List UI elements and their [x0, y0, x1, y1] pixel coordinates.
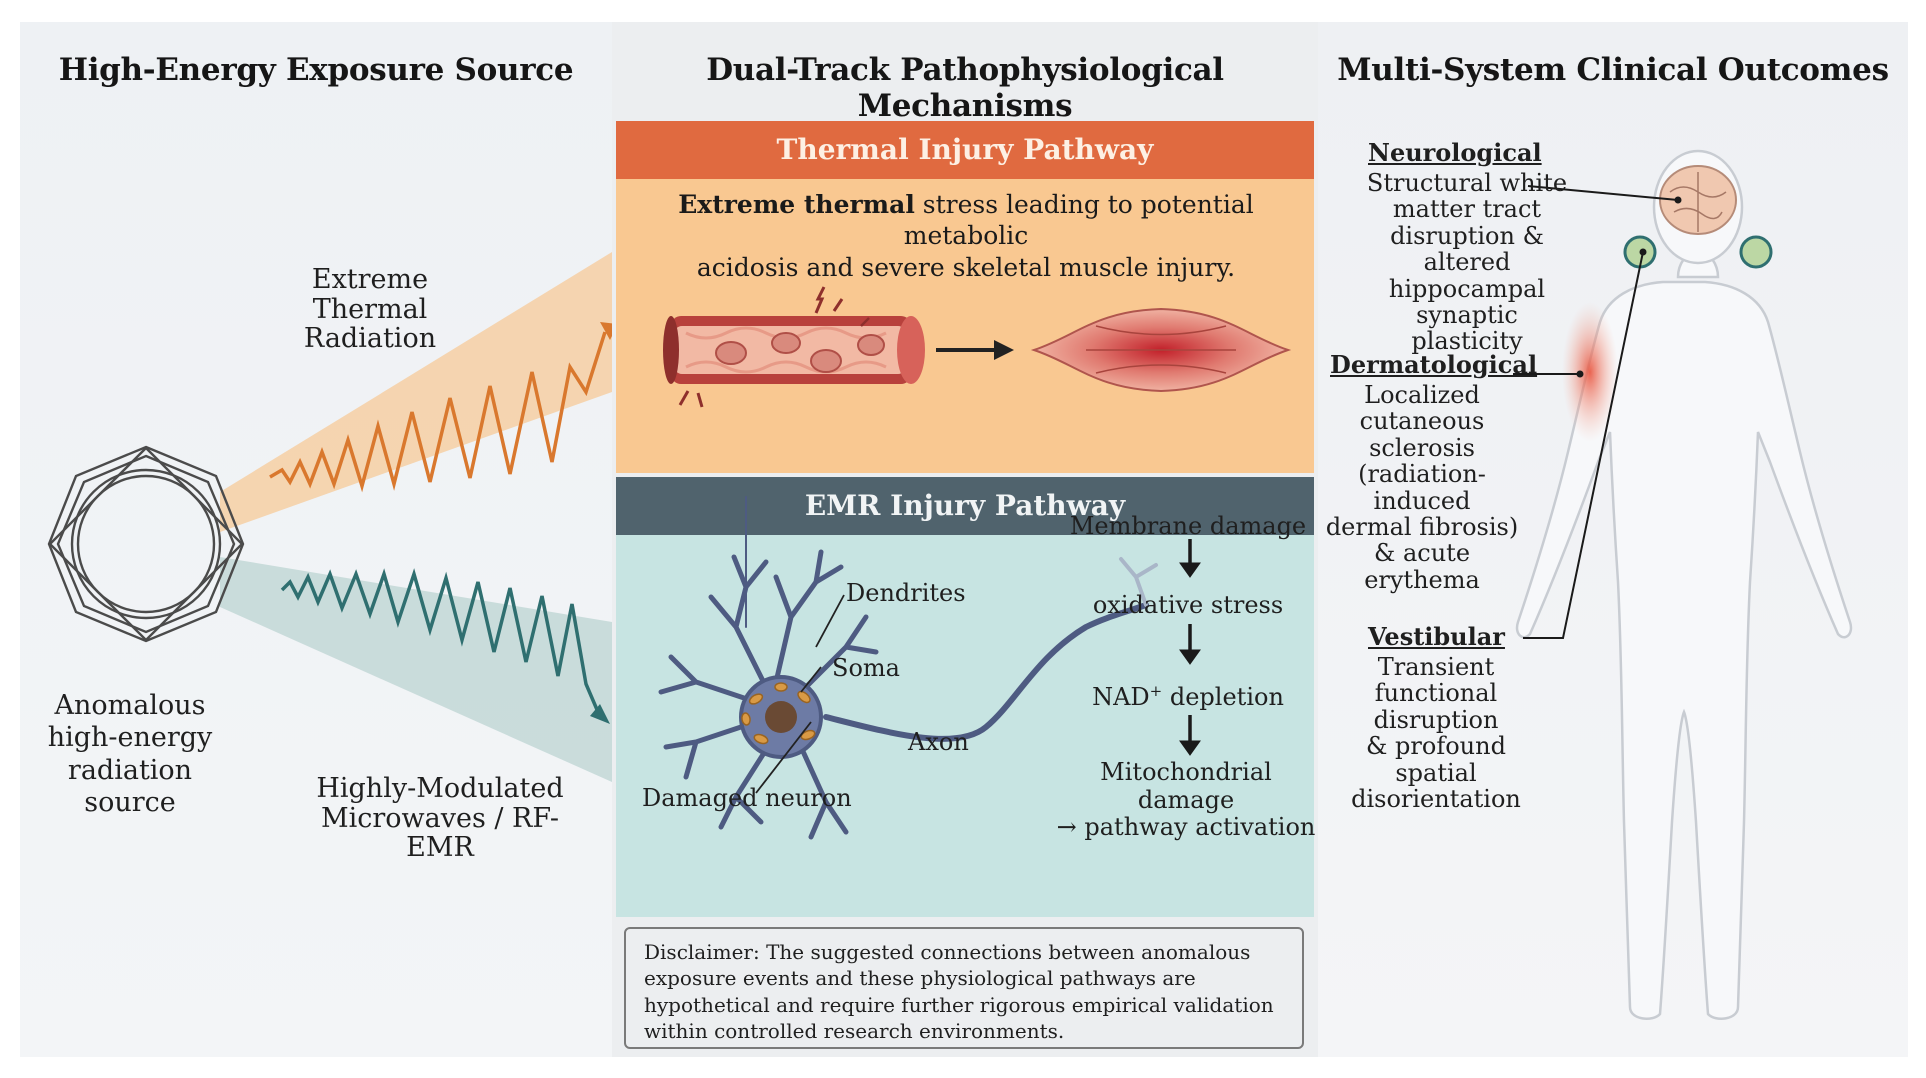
thermal-pathway-description: Extreme thermal stress leading to potent…	[678, 190, 1254, 282]
dermatological-desc: Localized cutaneous sclerosis (radiation…	[1325, 381, 1519, 594]
damaged-pointer	[755, 721, 812, 794]
microwave-arrowhead	[590, 704, 610, 724]
source-panel: High-Energy Exposure Source Extreme Ther…	[20, 22, 612, 1057]
disclaimer-box: Disclaimer: The suggested connections be…	[624, 927, 1304, 1049]
radiation-source-icon	[47, 445, 245, 643]
microwave-label: Highly-Modulated Microwaves / RF-EMR	[316, 773, 564, 864]
dermatological-title: Dermatological	[1330, 350, 1538, 379]
neurological-connector	[1527, 185, 1679, 201]
neuron-illustration	[658, 496, 1201, 840]
nucleus-icon	[765, 701, 797, 733]
muscle-icon	[1030, 307, 1292, 393]
cascade-step-membrane: Membrane damage	[1069, 512, 1307, 540]
soma-label: Soma	[832, 654, 900, 682]
emr-pathway-section: EMR Injury Pathway	[616, 477, 1316, 917]
neurological-desc: Structural white matter tract disruption…	[1366, 169, 1568, 356]
microwave-beam	[220, 557, 612, 782]
thermal-wave	[269, 331, 607, 493]
thermal-pathway-section: Thermal Injury Pathway Extreme thermal s…	[616, 121, 1314, 473]
brain-icon	[1659, 165, 1737, 235]
outcomes-panel: Multi-System Clinical Outcomes	[1318, 22, 1908, 1057]
cascade-step-nad: NAD+ depletion	[1092, 682, 1284, 711]
emr-pathway-header: EMR Injury Pathway	[616, 477, 1314, 535]
source-title: High-Energy Exposure Source	[58, 52, 574, 88]
vestibular-connector	[1523, 251, 1644, 639]
mitochondria-icon	[741, 682, 816, 745]
vestibular-title: Vestibular	[1368, 622, 1505, 651]
outcomes-title: Multi-System Clinical Outcomes	[1337, 52, 1889, 88]
thermal-radiation-label: Extreme Thermal Radiation	[303, 264, 437, 355]
soma-pointer	[800, 666, 822, 693]
thermal-pathway-header: Thermal Injury Pathway	[616, 121, 1314, 179]
thermal-illustration	[663, 286, 1292, 408]
source-diagram	[47, 252, 612, 782]
cascade-step-mitochondrial: Mitochondrial damage → pathway activatio…	[1056, 758, 1316, 842]
blood-vessel-icon	[663, 286, 925, 408]
thermal-arrowhead	[600, 322, 612, 340]
axon-label: Axon	[908, 728, 969, 756]
damaged-neuron-label: Damaged neuron	[642, 784, 852, 812]
mechanisms-title: Dual-Track Pathophysiological Mechanisms	[706, 52, 1224, 124]
progression-arrow	[936, 340, 1014, 360]
erythema-highlight	[1562, 302, 1618, 442]
dendrites-pointer	[815, 594, 845, 648]
vestibular-desc: Transient functional disruption & profou…	[1351, 653, 1521, 813]
neurological-title: Neurological	[1368, 138, 1542, 167]
cascade-arrows	[1179, 539, 1201, 756]
radiation-source-label: Anomalous high-energy radiation source	[47, 690, 213, 819]
microwave-wave	[280, 568, 600, 713]
body-diagram	[1513, 149, 1853, 1020]
dendrites-label: Dendrites	[846, 579, 966, 607]
mechanisms-panel: Dual-Track Pathophysiological Mechanisms…	[612, 22, 1318, 1057]
neuron-icon	[658, 496, 1158, 840]
cascade-step-oxidative: oxidative stress	[1092, 591, 1284, 619]
